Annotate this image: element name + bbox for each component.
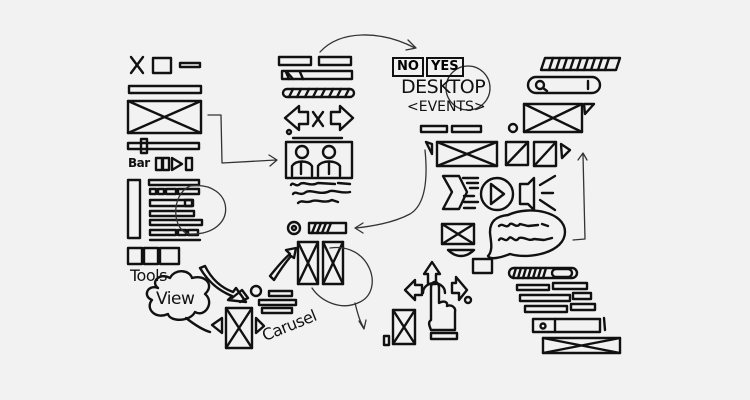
image-placeholder bbox=[126, 99, 203, 135]
play-button[interactable] bbox=[479, 176, 515, 212]
person-icon bbox=[321, 144, 337, 160]
view-label: View bbox=[156, 289, 195, 309]
annotation-circle bbox=[175, 184, 227, 235]
search-icon bbox=[534, 79, 546, 91]
image-placeholder bbox=[440, 222, 476, 246]
cloud-tail bbox=[184, 316, 212, 334]
hatched-progress-bar bbox=[281, 87, 356, 99]
toggle-bar bbox=[307, 221, 348, 235]
minimize-icon bbox=[178, 61, 202, 69]
arrow-left-icon bbox=[403, 278, 424, 302]
media-controls bbox=[154, 156, 194, 172]
carousel-next-icon bbox=[254, 316, 266, 335]
image-placeholder-wide bbox=[435, 140, 499, 168]
text-scribble bbox=[289, 181, 352, 205]
flow-arrow bbox=[319, 34, 417, 53]
navigation-arrows bbox=[283, 104, 355, 132]
yes-button[interactable]: YES bbox=[426, 57, 464, 77]
dropdown-icon bbox=[582, 102, 596, 116]
image-placeholder bbox=[522, 102, 584, 134]
close-icon bbox=[129, 55, 145, 75]
dot-icon bbox=[463, 295, 473, 305]
hand-pointer-icon bbox=[427, 280, 459, 341]
small-box bbox=[471, 257, 494, 275]
bar-stack bbox=[257, 289, 298, 315]
title-bar bbox=[127, 84, 203, 95]
slider bbox=[126, 137, 201, 155]
maximize-icon bbox=[151, 56, 173, 75]
scrollbar-sketch bbox=[126, 178, 142, 240]
list-rows bbox=[147, 178, 204, 242]
dot-icon bbox=[285, 128, 293, 136]
arrow-right-icon bbox=[450, 275, 469, 302]
carousel-prev-icon bbox=[210, 316, 224, 335]
chevron-right-icon bbox=[441, 174, 469, 211]
image-placeholder-pair bbox=[296, 240, 345, 286]
arrow-up-icon bbox=[268, 246, 298, 282]
video-call-frame bbox=[284, 136, 354, 180]
media-player-bar bbox=[531, 316, 607, 334]
hatched-bar bbox=[539, 56, 622, 72]
view-cloud bbox=[145, 270, 211, 321]
arrow-right-icon bbox=[329, 104, 355, 132]
half-boxes bbox=[504, 140, 558, 168]
radio-icon bbox=[249, 284, 263, 298]
close-icon bbox=[311, 110, 325, 128]
image-placeholder-wide bbox=[541, 336, 622, 355]
tool-boxes bbox=[126, 246, 181, 266]
tools-label: Tools bbox=[130, 266, 167, 285]
small-box bbox=[382, 334, 391, 347]
text-lines bbox=[461, 176, 480, 210]
bar-label: Bar bbox=[128, 156, 150, 170]
desktop-label: DESKTOP bbox=[401, 76, 486, 98]
chevron-icon bbox=[230, 288, 250, 304]
small-bars bbox=[419, 124, 483, 134]
play-small-icon bbox=[559, 142, 572, 160]
bar-rows bbox=[515, 281, 597, 314]
search-bar[interactable] bbox=[526, 75, 602, 95]
person-icon bbox=[294, 144, 310, 160]
events-label: <EVENTS> bbox=[407, 99, 486, 115]
dot-icon bbox=[507, 122, 519, 134]
play-icon bbox=[489, 182, 506, 206]
arrow-icon bbox=[354, 302, 367, 330]
sound-waves-icon bbox=[538, 174, 557, 212]
flow-arrow bbox=[572, 152, 588, 241]
speaker-icon bbox=[518, 176, 536, 212]
no-button[interactable]: NO bbox=[392, 57, 424, 77]
flow-arrow bbox=[207, 114, 278, 167]
annotation-circle bbox=[311, 246, 373, 307]
play-small-icon bbox=[424, 140, 434, 156]
window-controls bbox=[129, 55, 202, 75]
hatched-toggle bbox=[507, 266, 579, 280]
image-placeholder bbox=[391, 308, 417, 346]
annotation-circle bbox=[445, 65, 491, 111]
chat-bubble bbox=[486, 209, 567, 260]
half-circle-icon bbox=[446, 248, 476, 258]
arrow-up-icon bbox=[422, 260, 442, 286]
flow-arrow bbox=[354, 149, 427, 234]
header-bars bbox=[277, 55, 354, 81]
arrow-left-icon bbox=[283, 104, 310, 132]
arrow-icon bbox=[198, 264, 248, 304]
target-icon bbox=[286, 220, 302, 236]
carousel-image bbox=[224, 306, 254, 350]
